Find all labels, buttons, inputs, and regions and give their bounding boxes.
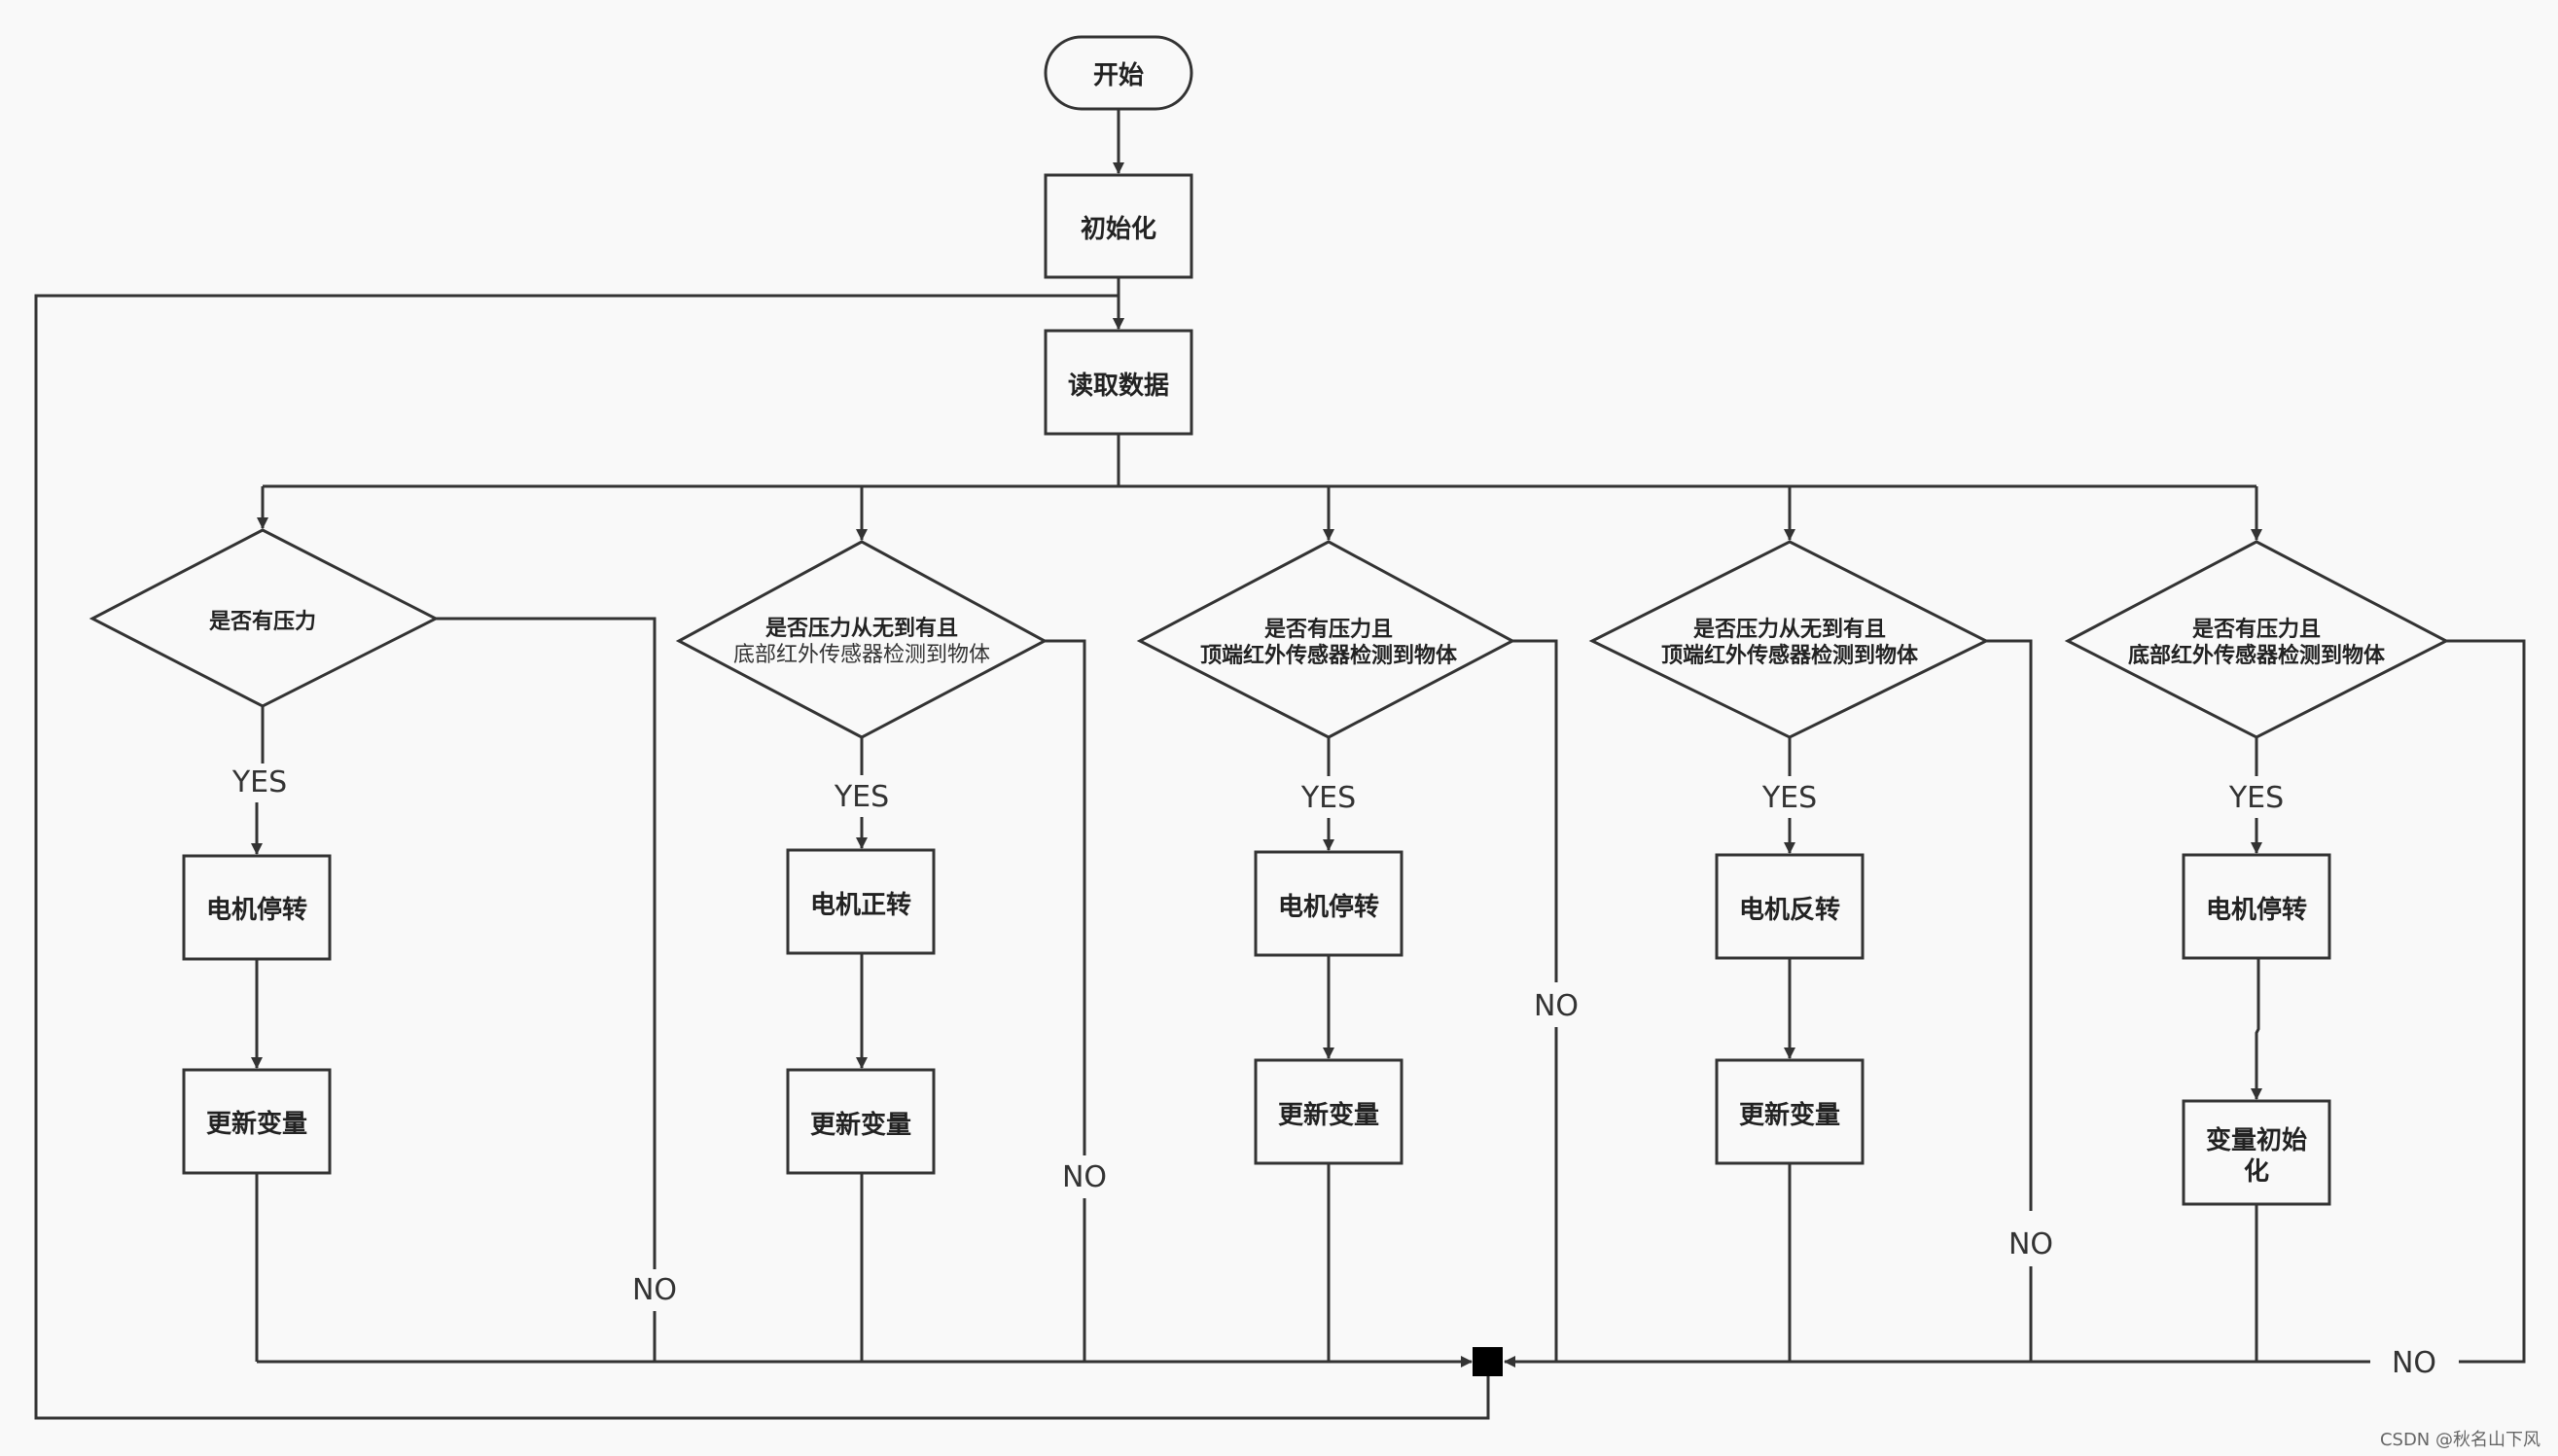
no-label-1: NO: [632, 1273, 677, 1307]
no-label-5: NO: [2392, 1346, 2436, 1380]
node-read: 读取数据: [1044, 329, 1193, 436]
action-3-label: 电机停转: [1278, 892, 1379, 922]
action-2-label: 电机正转: [810, 891, 911, 920]
decision-5-line-1: 是否有压力且: [2192, 617, 2321, 642]
no-label-2: NO: [1062, 1160, 1107, 1194]
edge-d3-no-a: [1512, 639, 1558, 982]
loop-back-edge: [34, 294, 1490, 1420]
decision-2-line-2: 底部红外传感器检测到物体: [733, 643, 990, 667]
edge-d2-no-a: [1045, 639, 1086, 1155]
update-1-label: 更新变量: [206, 1109, 307, 1139]
action-1-label: 电机停转: [206, 895, 307, 925]
init-label: 初始化: [1081, 215, 1156, 244]
yes-label-1: YES: [231, 765, 287, 799]
yes-label-3: YES: [1300, 781, 1356, 815]
update-5-line-2: 化: [2244, 1157, 2269, 1187]
yes-label-5: YES: [2228, 781, 2284, 815]
update-4: 更新变量: [1715, 1058, 1865, 1165]
watermark: CSDN @秋名山下风: [2380, 1430, 2540, 1450]
decision-1-label: 是否有压力: [209, 609, 316, 634]
decision-4-line-2: 顶端红外传感器检测到物体: [1661, 643, 1919, 668]
update-1: 更新变量: [182, 1068, 332, 1175]
decision-2: 是否压力从无到有且 底部红外传感器检测到物体: [675, 540, 1048, 739]
edge-a5-u5: [2251, 958, 2262, 1100]
action-3: 电机停转: [1254, 850, 1403, 957]
yes-label-2: YES: [834, 780, 889, 814]
decision-4-line-1: 是否压力从无到有且: [1693, 617, 1886, 642]
update-3-label: 更新变量: [1278, 1100, 1379, 1130]
decision-3-line-2: 顶端红外传感器检测到物体: [1200, 643, 1458, 668]
read-label: 读取数据: [1068, 372, 1169, 401]
merge-node: [1473, 1347, 1503, 1376]
decision-2-line-1: 是否压力从无到有且: [765, 616, 958, 641]
update-4-label: 更新变量: [1739, 1100, 1840, 1130]
decision-5-line-2: 底部红外传感器检测到物体: [2128, 643, 2386, 668]
action-2: 电机正转: [786, 848, 936, 955]
decision-4: 是否压力从无到有且 顶端红外传感器检测到物体: [1588, 540, 1990, 739]
edge-d1-no-a: [436, 617, 657, 1269]
decision-3: 是否有压力且 顶端红外传感器检测到物体: [1136, 540, 1516, 739]
action-4: 电机反转: [1715, 853, 1865, 960]
node-start: 开始: [1044, 35, 1193, 111]
decision-1: 是否有压力: [89, 528, 440, 708]
node-init: 初始化: [1044, 173, 1193, 279]
yes-label-4: YES: [1761, 781, 1817, 815]
action-4-label: 电机反转: [1739, 896, 1840, 925]
update-5-line-1: 变量初始: [2206, 1125, 2307, 1155]
decision-3-line-1: 是否有压力且: [1264, 617, 1393, 642]
edge-d4-no-a: [1986, 639, 2033, 1211]
action-5-label: 电机停转: [2206, 895, 2307, 925]
start-label: 开始: [1093, 61, 1144, 90]
no-label-4: NO: [2008, 1227, 2053, 1261]
no-label-3: NO: [1534, 989, 1579, 1023]
update-2: 更新变量: [786, 1068, 936, 1175]
action-1: 电机停转: [182, 854, 332, 961]
edge-d5-no-a: [2446, 639, 2526, 1364]
update-5: 变量初始 化: [2182, 1099, 2331, 1206]
decision-5: 是否有压力且 底部红外传感器检测到物体: [2064, 540, 2450, 739]
action-5: 电机停转: [2182, 853, 2331, 960]
update-2-label: 更新变量: [810, 1110, 911, 1140]
update-3: 更新变量: [1254, 1058, 1403, 1165]
